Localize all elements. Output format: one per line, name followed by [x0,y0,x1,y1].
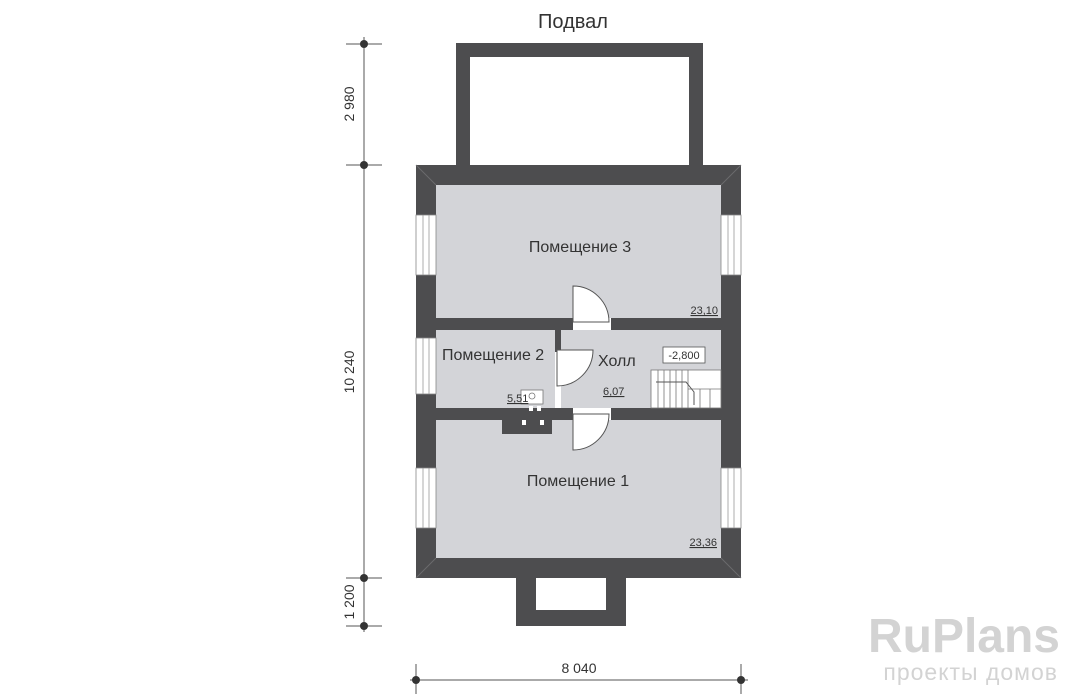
brand-tagline: проекты домов [883,659,1058,685]
room-3-area: 23,10 [690,305,718,317]
brand-logo: RuPlans [868,610,1060,663]
stove-base [502,408,552,434]
plan-title: Подвал [538,11,608,33]
wall-upper-porch-top [456,43,703,57]
window-left-room-1 [415,467,437,529]
doors [556,285,610,451]
dimension-dots [360,40,745,684]
room-2-name: Помещение 2 [442,347,544,364]
window-left-room-2 [415,337,437,395]
wall-upper-porch-right [689,43,703,165]
door-room-1 [572,413,610,451]
door-room-2 [556,349,594,387]
staircase [650,369,722,409]
stove-icon [520,389,544,425]
door-room-3 [572,285,610,323]
level-mark: -2,800 [668,350,699,362]
room-1-name: Помещение 1 [527,473,629,490]
wall-interior-lower-right [611,408,721,420]
wall-lower-pit-bottom [516,610,626,626]
room-3-name: Помещение 3 [529,239,631,256]
wall-interior-vertical [555,330,561,352]
window-right-room-1 [720,467,742,529]
hall-name: Холл [598,353,636,370]
wall-interior-upper-right [611,318,721,330]
wall-interior-upper-left [436,318,573,330]
dimension-upper: 2 980 [341,86,357,121]
room-1-area: 23,36 [689,537,717,549]
dimension-width: 8 040 [561,660,596,676]
dimension-main: 10 240 [341,350,357,393]
wall-upper-porch-left [456,43,470,165]
wall-outer-top [416,165,741,185]
dimension-lower: 1 200 [341,584,357,619]
level-mark-box [662,346,706,364]
hall-area: 6,07 [603,386,624,398]
wall-outer-bottom [416,558,741,578]
room-2-area: 5,51 [507,393,528,405]
window-left-room-3 [415,214,437,276]
window-right-room-3 [720,214,742,276]
windows [415,214,742,529]
corner-mitres [415,164,742,579]
